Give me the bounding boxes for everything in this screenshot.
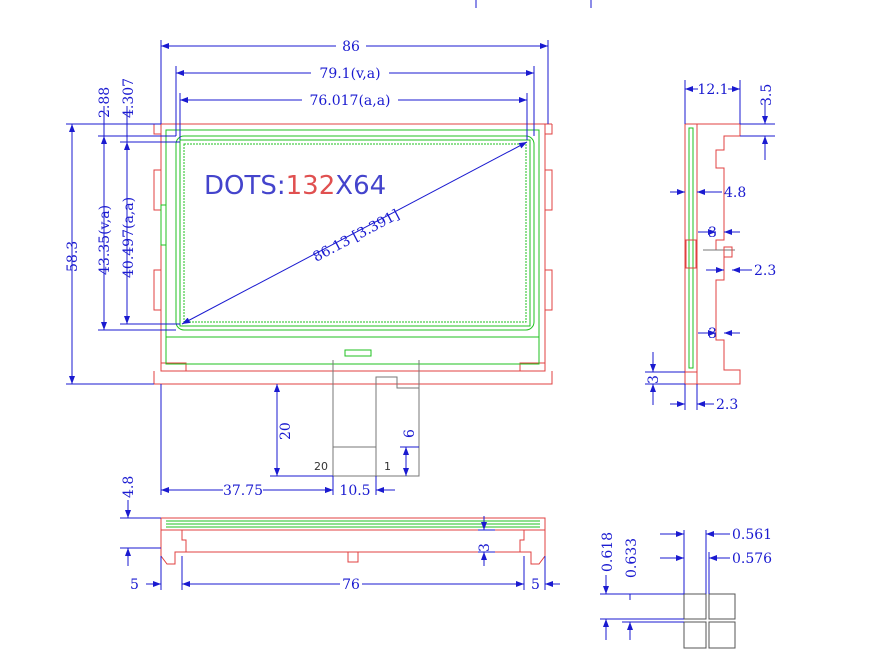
active-width-label: 76.017(a,a) xyxy=(309,93,390,109)
dots-value: 132 xyxy=(286,171,336,201)
bottom-right-foot xyxy=(519,362,546,372)
side-fpc-tab xyxy=(723,246,733,258)
fpc-width-label: 10.5 xyxy=(339,483,370,499)
bottom-view: 4.8 3 5 76 5 xyxy=(120,476,560,593)
bottom-left-foot xyxy=(160,362,187,372)
diagonal-dimension xyxy=(181,141,528,325)
pixel-4 xyxy=(708,621,736,649)
pixel-3 xyxy=(683,621,707,649)
fpc-cutout xyxy=(375,376,419,476)
fpc-offset-label: 37.75 xyxy=(223,483,263,499)
right-side-tab-2 xyxy=(544,269,553,311)
side-tab-3-label: 3 xyxy=(708,326,717,342)
active-height-label: 40.497(a,a) xyxy=(121,197,137,278)
connector-notch xyxy=(344,349,372,357)
base-plate xyxy=(153,371,553,385)
fpc-length-label: 20 xyxy=(278,422,294,440)
bottom-left-margin-label: 5 xyxy=(130,577,139,593)
front-horizontal-dims: 86 79.1(v,a) 76.017(a,a) xyxy=(160,38,549,140)
side-depth-label: 12.1 xyxy=(697,82,728,98)
side-top-step-label: 3.5 xyxy=(759,84,775,106)
side-view: 12.1 3.5 4.8 3 2.3 3 3 2.3 xyxy=(645,80,776,413)
bottom-body xyxy=(160,517,546,531)
front-vertical-dims: 58.3 43.35(v,a) 40.497(a,a) 2.88 4.307 xyxy=(65,78,180,385)
pixel-detail: 0.561 0.576 0.618 0.633 xyxy=(600,527,772,649)
dots-label: DOTS:132X64 xyxy=(204,171,386,201)
right-side-tab-1 xyxy=(544,169,553,211)
side-fpc-exit xyxy=(685,239,697,269)
top-margin-1-label: 2.88 xyxy=(97,87,113,118)
side-glass xyxy=(688,127,694,369)
dots-suffix: X64 xyxy=(335,171,386,201)
view-height-label: 43.35(v,a) xyxy=(97,205,113,275)
bottom-right-margin-label: 5 xyxy=(531,577,540,593)
dots-prefix: DOTS: xyxy=(204,171,286,201)
side-bottom-h-label: 3 xyxy=(646,375,662,384)
bottom-thickness-label: 4.8 xyxy=(121,476,137,498)
bg-b76 xyxy=(340,576,362,592)
side-thickness-label: 4.8 xyxy=(724,185,746,201)
bottom-right-clip xyxy=(519,530,546,565)
bg-79 xyxy=(311,64,389,80)
active-area-frame xyxy=(179,139,531,327)
left-seal xyxy=(160,204,167,246)
view-width-label: 79.1(v,a) xyxy=(319,66,380,82)
glass-outline xyxy=(165,129,540,365)
pixel-size-x-label: 0.576 xyxy=(732,551,772,567)
fpc-dims: 20 37.75 10.5 6 xyxy=(160,384,419,499)
bottom-inner-width-label: 76 xyxy=(342,577,360,593)
bg-37 xyxy=(223,482,263,498)
side-bottom-w-label: 2.3 xyxy=(716,397,738,413)
pixel-pitch-y-label: 0.618 xyxy=(600,532,616,572)
front-view: DOTS:132X64 86.13 [3.391] 20 1 xyxy=(153,123,553,477)
top-margin-2-label: 4.307 xyxy=(121,78,137,118)
top-left-tab xyxy=(153,124,161,135)
bottom-center-peg xyxy=(347,551,359,563)
pixel-1 xyxy=(683,593,707,620)
pixel-2 xyxy=(708,593,736,620)
module-outline xyxy=(160,123,546,372)
diagonal-label: 86.13 [3.391] xyxy=(310,207,402,266)
top-right-tab xyxy=(545,124,553,135)
bg-76 xyxy=(302,91,398,107)
pin-20-label: 20 xyxy=(314,460,328,473)
fpc-tip-label: 6 xyxy=(402,429,418,438)
width-86-label: 86 xyxy=(342,39,360,55)
bg-86 xyxy=(336,38,366,54)
viewing-area xyxy=(175,135,535,331)
bg-12 xyxy=(698,81,728,97)
pixel-size-y-label: 0.633 xyxy=(624,538,640,578)
side-tab-2-label: 2.3 xyxy=(754,263,776,279)
bottom-left-clip xyxy=(160,530,187,565)
height-label: 58.3 xyxy=(65,241,81,272)
left-side-tab-1 xyxy=(153,169,162,211)
pixel-pitch-x-label: 0.561 xyxy=(732,527,772,543)
bottom-step-label: 3 xyxy=(477,543,493,552)
pin-1-label: 1 xyxy=(384,460,391,473)
left-side-tab-2 xyxy=(153,269,162,311)
side-tab-1-label: 3 xyxy=(708,225,717,241)
